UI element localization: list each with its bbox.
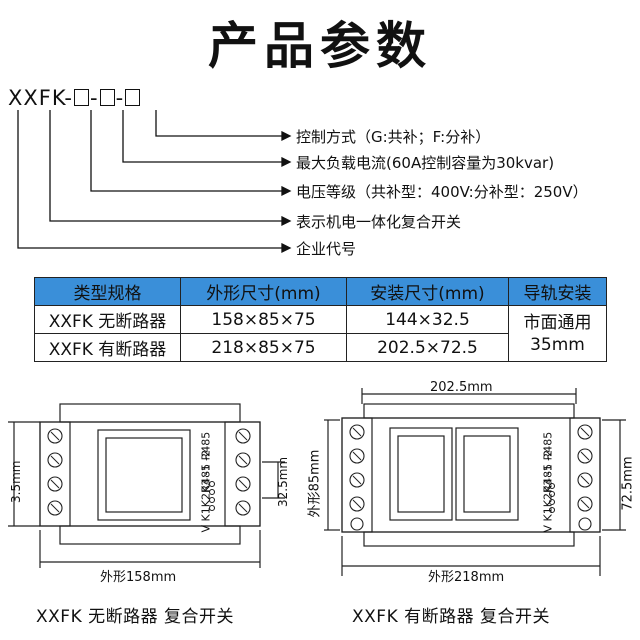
table-header-row: 类型规格 外形尺寸(mm) 安装尺寸(mm) 导轨安装 [34, 277, 607, 306]
model-slot-2 [99, 89, 115, 106]
desc-max-current: 最大负载电流(60A控制容量为30kvar) [296, 154, 555, 172]
right-width-dim: 外形218mm [428, 570, 505, 585]
cell-install-size: 144×32.5 [346, 305, 509, 334]
left-caption: XXFK 无断路器 复合开关 [36, 607, 235, 627]
cell-outer-size: 158×85×75 [180, 305, 347, 334]
table-row: XXFK 有断路器 218×85×75 202.5×72.5 [34, 333, 607, 362]
cell-install-size: 202.5×72.5 [346, 333, 509, 362]
desc-product-type: 表示机电一体化复合开关 [296, 213, 462, 231]
right-caption: XXFK 有断路器 复合开关 [352, 607, 551, 627]
model-leader-lines [17, 110, 292, 254]
cell-type: XXFK 无断路器 [34, 305, 181, 334]
right-height-dim: 外形85mm [307, 449, 323, 518]
drawing-no-breaker [8, 403, 285, 568]
right-inner-dim: 72.5mm [620, 456, 636, 511]
cell-type: XXFK 有断路器 [34, 333, 181, 362]
spec-table: 类型规格 外形尺寸(mm) 安装尺寸(mm) 导轨安装 XXFK 无断路器 15… [34, 277, 607, 362]
desc-control-mode: 控制方式（G:共补；F:分补） [296, 128, 491, 146]
header-install-size: 安装尺寸(mm) [346, 277, 509, 306]
drawing-with-breaker [324, 388, 626, 576]
model-slot-1 [74, 89, 89, 106]
left-label-2: V K1K2K3 -1 -2 [199, 449, 213, 533]
model-prefix: XXFK [8, 86, 65, 110]
header-outer-size: 外形尺寸(mm) [180, 277, 347, 306]
right-label-2: V K1K2K3 -1 -2 [541, 449, 555, 533]
model-slot-3 [125, 89, 141, 106]
desc-voltage-level: 电压等级（共补型：400V:分补型：250V） [296, 183, 588, 201]
table-row: XXFK 无断路器 158×85×75 144×32.5 市面通用 35mm [34, 305, 607, 362]
cell-rail: 市面通用 35mm [508, 305, 607, 362]
page-title: 产品参数 [208, 17, 432, 75]
desc-company-code: 企业代号 [296, 240, 357, 258]
cell-outer-size: 218×85×75 [180, 333, 347, 362]
header-rail: 导轨安装 [508, 277, 607, 306]
model-code: XXFK--- [8, 86, 141, 110]
header-type: 类型规格 [34, 277, 181, 306]
left-height-dim: 3.5mm [9, 460, 23, 503]
left-width-dim: 外形158mm [100, 570, 177, 585]
left-inner-dim: 32.5mm [276, 456, 290, 507]
right-top-dim: 202.5mm [430, 380, 493, 395]
